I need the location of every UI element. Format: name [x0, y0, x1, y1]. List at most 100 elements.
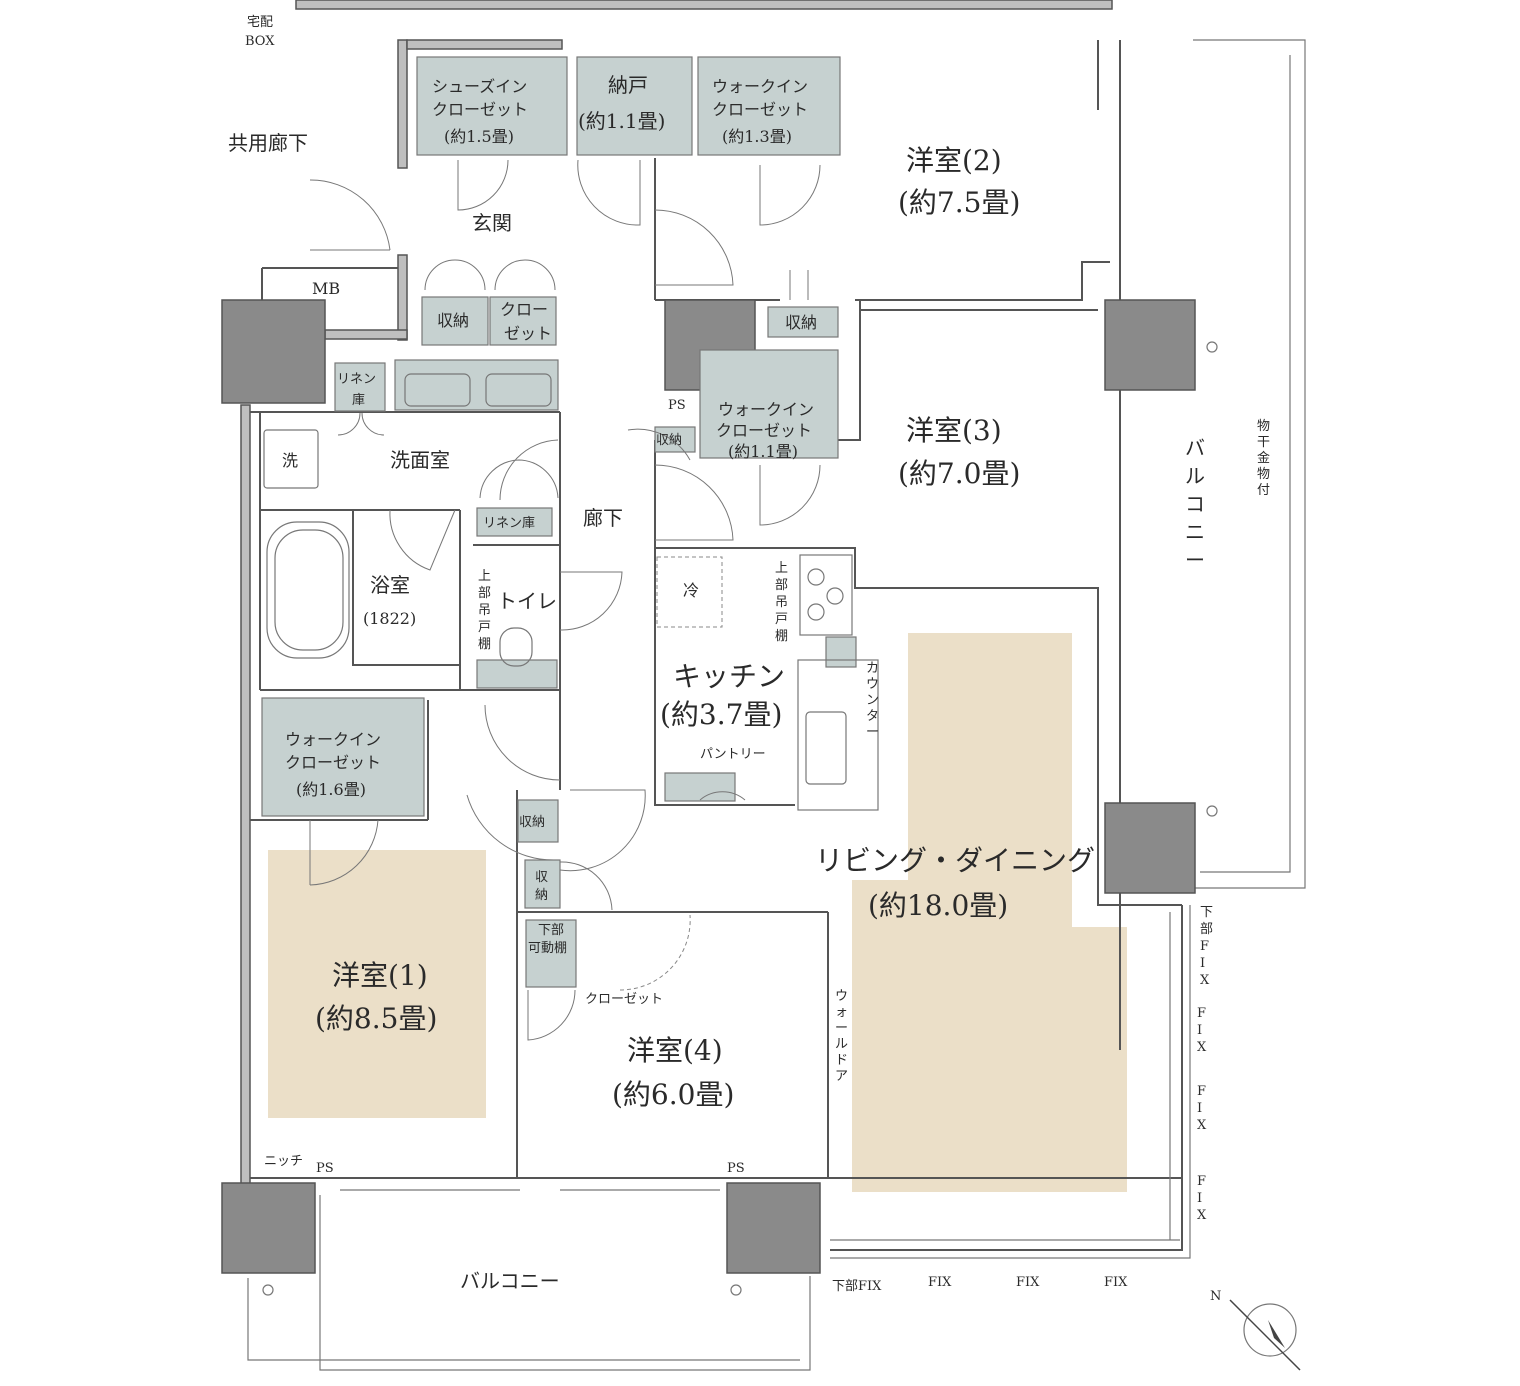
wic-left-size: (約1.6畳) — [296, 780, 366, 799]
wic-left-line2: クローゼット — [285, 753, 381, 772]
wic-top — [697, 56, 841, 156]
wall-door-label-char: ド — [835, 1053, 848, 1068]
mb-label: MB — [312, 279, 340, 298]
pillar — [221, 1182, 316, 1274]
fix-vertical-1-char: F — [1197, 1006, 1206, 1021]
storage-lower-2 — [524, 859, 561, 909]
compass-icon — [1229, 1299, 1301, 1371]
toilet-label: トイレ — [497, 589, 557, 613]
wall-door-label-char: ア — [835, 1069, 848, 1084]
wic-left — [261, 697, 425, 817]
nando-size: (約1.1畳) — [578, 109, 665, 133]
interior-walls — [247, 39, 1306, 1371]
balcony-bottom-label: バルコニー — [460, 1269, 560, 1293]
wic-mid-line1: ウォークイン — [718, 400, 814, 419]
shoes-closet-size: (約1.5畳) — [444, 127, 514, 146]
upper-cabinet-kitchen-char: 戸 — [775, 612, 788, 627]
entrance-label: 玄関 — [472, 211, 512, 235]
western4-size: (約6.0畳) — [612, 1078, 734, 1111]
kitchen-size: (約3.7畳) — [660, 698, 782, 731]
western2-size: (約7.5畳) — [898, 186, 1020, 219]
ps-label-1: PS — [668, 398, 686, 413]
wash-counter — [394, 359, 559, 411]
closet-label: クローゼット — [585, 992, 663, 1007]
linen-storage-label: リネン庫 — [483, 516, 535, 531]
pillar — [221, 299, 326, 404]
toilet-tank — [476, 659, 558, 689]
counter-label-char: ー — [866, 725, 879, 740]
delivery-box-label-2: BOX — [245, 34, 275, 49]
upper-cabinet-kitchen-char: 吊 — [775, 595, 788, 610]
upper-cabinet-left-char: 戸 — [478, 620, 491, 635]
upper-cabinet-left-char: 上 — [478, 569, 491, 584]
fix-vertical-2-char: F — [1197, 1084, 1206, 1099]
wic-top-line2: クローゼット — [712, 100, 808, 119]
fix-vertical-3-char: I — [1197, 1191, 1202, 1206]
pillar — [1104, 299, 1196, 391]
nando-label: 納戸 — [608, 73, 648, 97]
balcony-right-label-char: ー — [1185, 548, 1205, 572]
lower-fix-vertical-char: F — [1200, 939, 1209, 954]
drying-hardware-label-char: 干 — [1257, 435, 1270, 450]
western1-name: 洋室(1) — [332, 959, 428, 992]
lower-shelf — [525, 919, 577, 988]
niche-label: ニッチ — [264, 1154, 303, 1169]
fix-vertical-1-char: X — [1197, 1040, 1207, 1055]
lower-fix-vertical-char: 下 — [1200, 905, 1213, 920]
fix-label-3: FIX — [1104, 1275, 1128, 1290]
western2-name: 洋室(2) — [906, 144, 1002, 177]
balcony-right-label-char: バ — [1185, 436, 1205, 460]
nando-storage — [576, 56, 693, 156]
storage-lower-label: 収納 — [519, 815, 545, 830]
ps-label-2: PS — [316, 1161, 334, 1176]
shoes-closet-line2: クローゼット — [432, 100, 528, 119]
pantry-storage — [664, 772, 736, 802]
storage-mid — [654, 426, 696, 453]
linen-small-1: リネン — [337, 372, 376, 387]
lower-shelf-1: 下部 — [538, 923, 564, 938]
counter-label-char: カ — [866, 661, 879, 676]
lower-shelf-2: 可動棚 — [528, 941, 567, 956]
counter-label-char: ン — [866, 693, 879, 708]
shoes-closet-line1: シューズイン — [432, 77, 527, 96]
upper-cabinet-left-char: 部 — [478, 586, 491, 601]
outer-walls — [240, 0, 1113, 1196]
linen-small-2: 庫 — [352, 393, 365, 408]
wic-mid — [699, 349, 839, 459]
lower-fix-vertical-char: I — [1200, 956, 1205, 971]
closet-upper-label-2: ゼット — [504, 324, 552, 343]
drying-hardware-label-char: 物 — [1257, 467, 1270, 482]
storage-upper-label: 収納 — [437, 311, 469, 330]
wall-door-label-char: ウ — [835, 989, 848, 1004]
western3-size: (約7.0畳) — [898, 457, 1020, 490]
upper-cabinet-kitchen-char: 上 — [775, 561, 788, 576]
western1-size: (約8.5畳) — [315, 1002, 437, 1035]
lower-fix-vertical-char: X — [1200, 973, 1210, 988]
storage-right — [767, 306, 839, 338]
wic-mid-size: (約1.1畳) — [728, 442, 798, 461]
room-labels: 宅配 BOX 共用廊下 MB 玄関 シューズイン クローゼット (約1.5畳) … — [228, 15, 1221, 1304]
western3-name: 洋室(3) — [906, 414, 1002, 447]
drying-hardware-label-char: 物 — [1257, 419, 1270, 434]
storage-lower — [517, 799, 559, 843]
fixtures — [262, 159, 1218, 1296]
balcony-right-label-char: ニ — [1185, 520, 1205, 544]
fridge-label: 冷 — [683, 581, 699, 600]
fix-vertical-3-char: F — [1197, 1174, 1206, 1189]
closet-upper-label-1: クロー — [500, 300, 548, 319]
wic-top-line1: ウォークイン — [712, 77, 808, 96]
lower-fix-label: 下部FIX — [832, 1279, 882, 1294]
storage-mid-label: 収納 — [656, 433, 682, 448]
wic-left-line1: ウォークイン — [285, 730, 381, 749]
fix-vertical-2-char: X — [1197, 1118, 1207, 1133]
compass-n: N — [1210, 1289, 1221, 1304]
vertical-labels: 上部吊戸棚上部吊戸棚カウンター収納ウォールドアバルコニー物干金物付下部FIXFI… — [478, 419, 1270, 1223]
kitchen-name: キッチン — [673, 660, 785, 693]
common-corridor-label: 共用廊下 — [228, 131, 308, 155]
bath-label: 浴室 — [370, 573, 410, 597]
balcony-right-label-char: コ — [1185, 492, 1205, 516]
fix-vertical-2-char: I — [1197, 1101, 1202, 1116]
bath-size: (1822) — [363, 609, 416, 628]
fix-label-2: FIX — [1016, 1275, 1040, 1290]
delivery-box-label-1: 宅配 — [247, 15, 273, 30]
